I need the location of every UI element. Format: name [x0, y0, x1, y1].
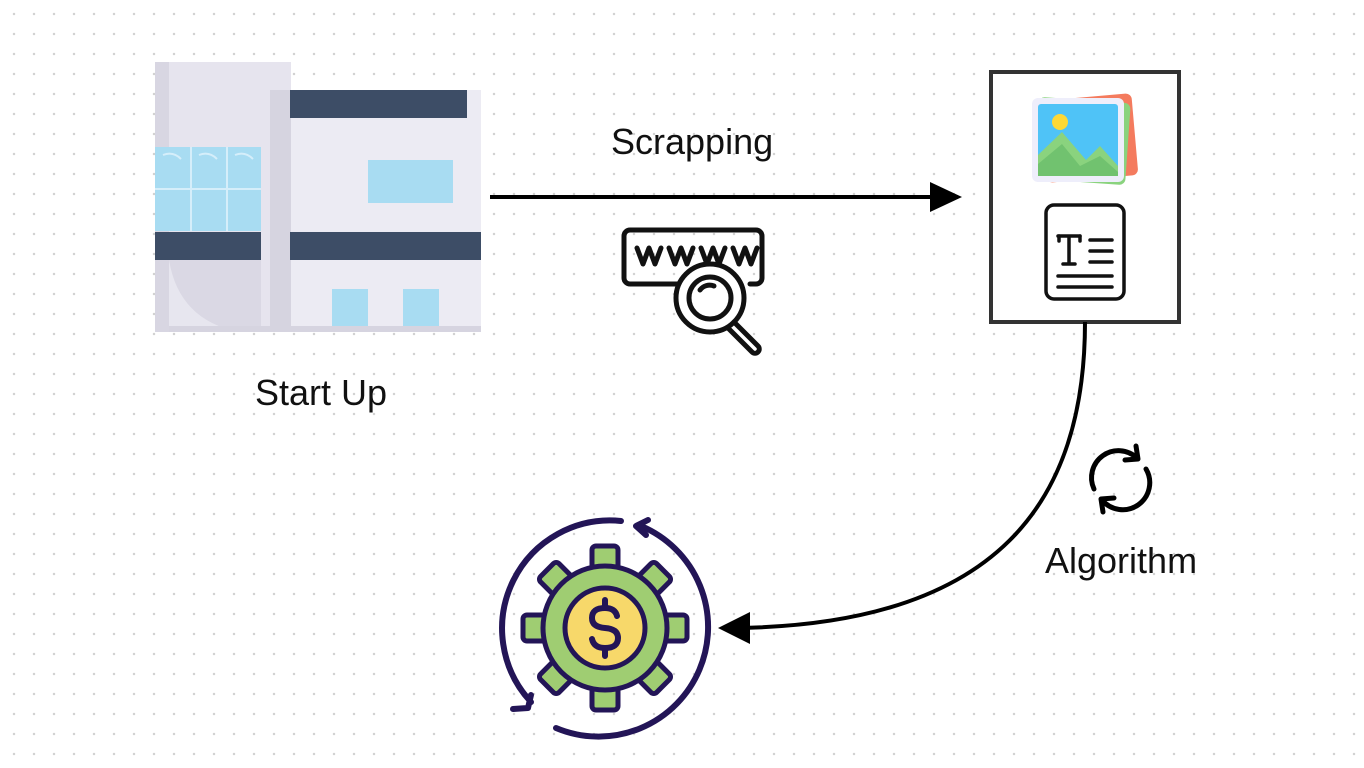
startup-label: Start Up	[255, 372, 388, 413]
dollar-gear-cycle-icon	[499, 517, 712, 740]
refresh-cycle-icon	[1089, 443, 1153, 515]
text-document-icon	[1044, 203, 1126, 301]
algorithm-label: Algorithm	[1045, 540, 1198, 581]
image-gallery-icon	[1032, 93, 1138, 185]
scrapping-label: Scrapping	[611, 121, 774, 162]
algorithm-arrow	[734, 321, 1087, 630]
www-search-icon	[621, 227, 765, 356]
office-building-icon	[155, 62, 481, 332]
